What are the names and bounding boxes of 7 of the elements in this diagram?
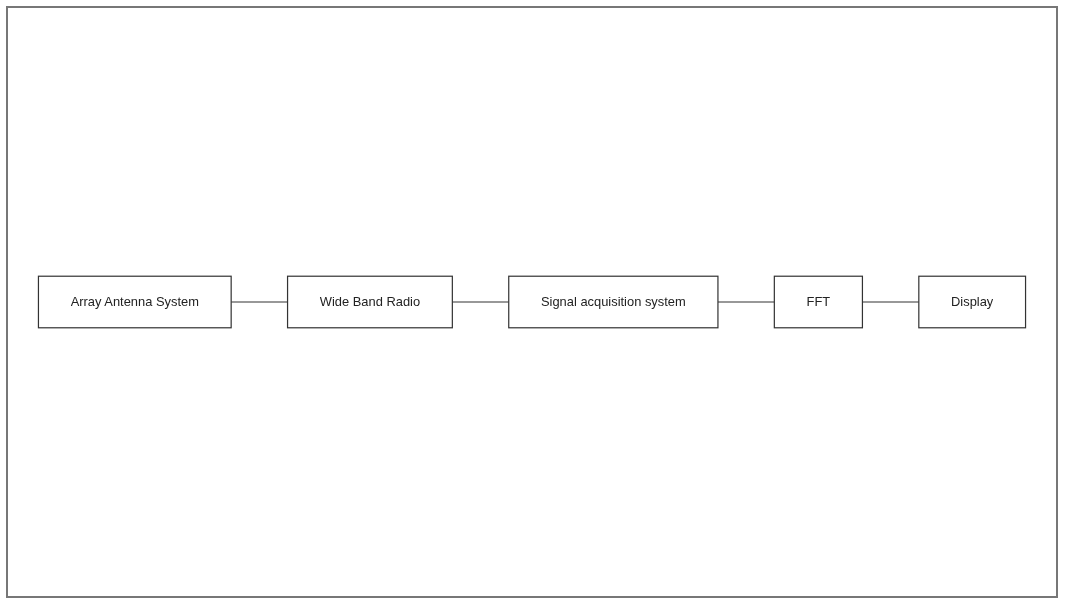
node-box bbox=[508, 275, 719, 329]
diagram-frame: Array Antenna System Wide Band Radio Signal acquisition system FFT Display bbox=[6, 6, 1058, 598]
connector bbox=[717, 301, 775, 303]
node-box bbox=[37, 275, 232, 329]
node-box bbox=[918, 275, 1027, 329]
node-box bbox=[773, 275, 864, 329]
node-box bbox=[286, 275, 453, 329]
